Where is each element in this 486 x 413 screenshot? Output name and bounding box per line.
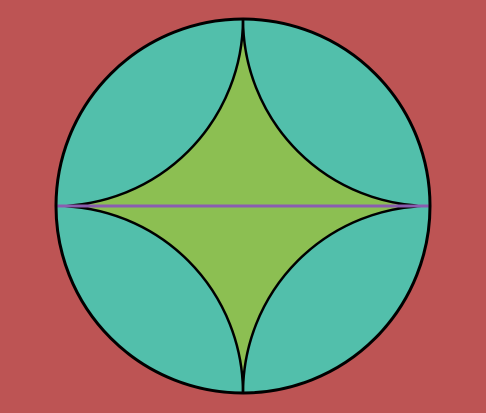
arc-top-right <box>241 18 431 208</box>
arc-top-left <box>55 18 245 208</box>
outer-circle-outline <box>54 17 432 395</box>
arc-bottom-left <box>55 204 245 394</box>
arc-bottom-right <box>241 204 431 394</box>
